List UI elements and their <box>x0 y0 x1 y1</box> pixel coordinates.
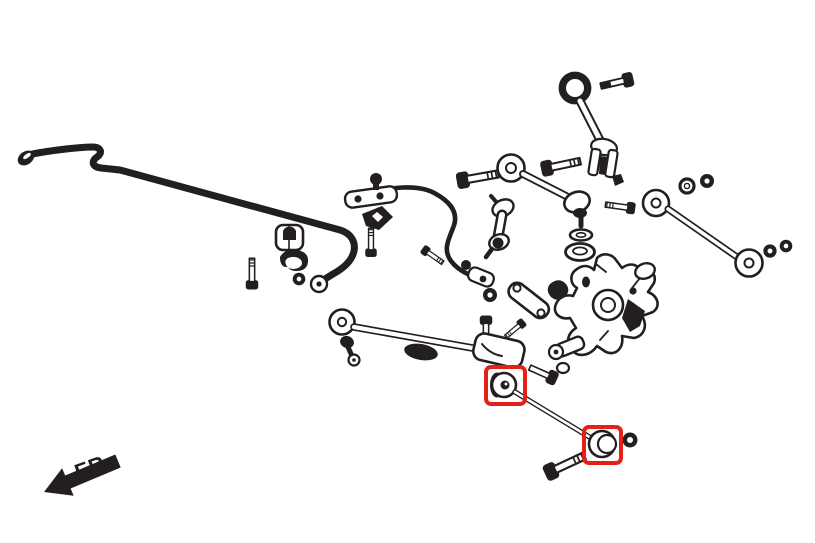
knuckle-nut <box>483 288 497 302</box>
upper-arm <box>496 153 591 229</box>
highlight-box-rear-bushing <box>582 425 623 465</box>
trailing-arm-tab <box>404 343 438 361</box>
harness-bolt-small <box>364 227 378 258</box>
harness-clip <box>362 206 393 230</box>
upper-arm-bolt <box>454 164 501 191</box>
stabilizer-bracket <box>280 249 309 271</box>
stabilizer-small-bushing <box>292 272 306 286</box>
fr-label: FR. <box>71 448 116 485</box>
knuckle-top-cover <box>634 261 656 281</box>
ball-joint-snap-ring <box>568 228 594 242</box>
camber-arm-nut <box>700 174 714 188</box>
trailing-arm <box>328 308 526 369</box>
stabilizer-bar <box>17 143 358 294</box>
upper-link-bolt-top <box>599 72 635 90</box>
trailing-arm-end-block <box>471 332 526 369</box>
fr-direction-arrow: FR. <box>44 448 121 496</box>
highlight-box-front-bushing <box>484 365 527 406</box>
camber-arm-nut-right <box>779 239 793 253</box>
bump-stop <box>547 280 569 300</box>
camber-arm-washer-right <box>763 244 777 258</box>
harness-sensor-bolt <box>370 173 382 190</box>
stabilizer-bushing <box>274 223 305 252</box>
lower-arm-spacer <box>555 361 571 375</box>
lower-arm-front-bolt <box>527 364 559 386</box>
stabilizer-bracket-bolt <box>244 257 260 291</box>
harness-bolt-angled <box>418 243 447 268</box>
stabilizer-end-link <box>483 194 515 260</box>
knuckle-lower-right-fork <box>622 299 645 332</box>
lower-arm-rear-bushing <box>587 429 618 459</box>
upper-link <box>558 71 624 186</box>
ball-joint-boot <box>564 242 596 262</box>
lower-arm-bolt <box>540 447 590 484</box>
knuckle-bracket <box>507 281 551 320</box>
lower-arm-front-bushing <box>490 371 518 399</box>
stabilizer-bar-left-end <box>17 150 35 166</box>
upper-link-fork <box>587 137 624 186</box>
lower-arm-washer <box>622 432 638 448</box>
knuckle-bolt-angled <box>502 317 528 342</box>
knuckle-lower-fork <box>547 335 586 361</box>
harness-bracket-right <box>461 260 495 288</box>
stabilizer-bar-end-eye <box>309 274 329 294</box>
camber-arm-bolt <box>603 197 637 216</box>
rear-knuckle <box>547 253 659 361</box>
upper-link-bolt-mid <box>538 152 583 179</box>
trailing-arm-bolt <box>340 335 361 367</box>
abs-sensor-harness <box>343 173 495 288</box>
harness-bracket-left <box>343 185 399 209</box>
camber-arm <box>641 188 764 278</box>
camber-arm-washer <box>678 177 696 195</box>
